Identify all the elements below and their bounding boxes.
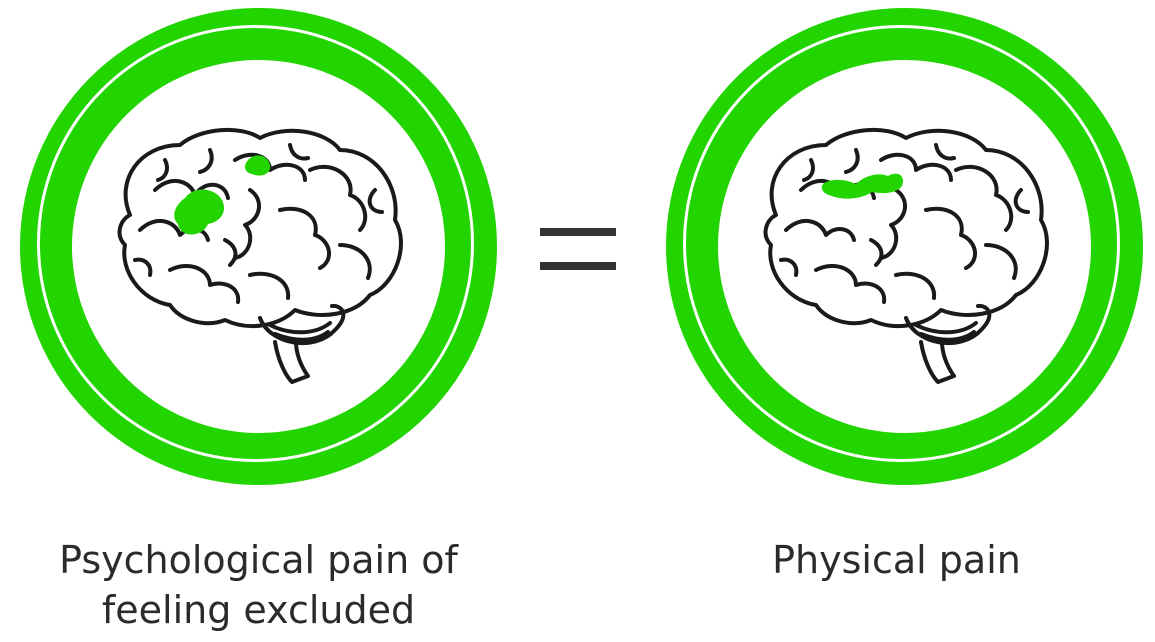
left-caption-line-1: Psychological pain of [0, 535, 517, 585]
left-highlight-region-1 [174, 190, 224, 235]
left-caption-line-2: feeling excluded [0, 585, 517, 635]
brain-icon [756, 120, 1056, 380]
right-highlight-region [822, 174, 903, 199]
left-caption: Psychological pain of feeling excluded [0, 535, 517, 635]
equals-icon [540, 228, 616, 272]
right-caption-line-1: Physical pain [638, 535, 1155, 585]
right-caption: Physical pain [638, 535, 1155, 585]
brain-icon [110, 120, 410, 380]
